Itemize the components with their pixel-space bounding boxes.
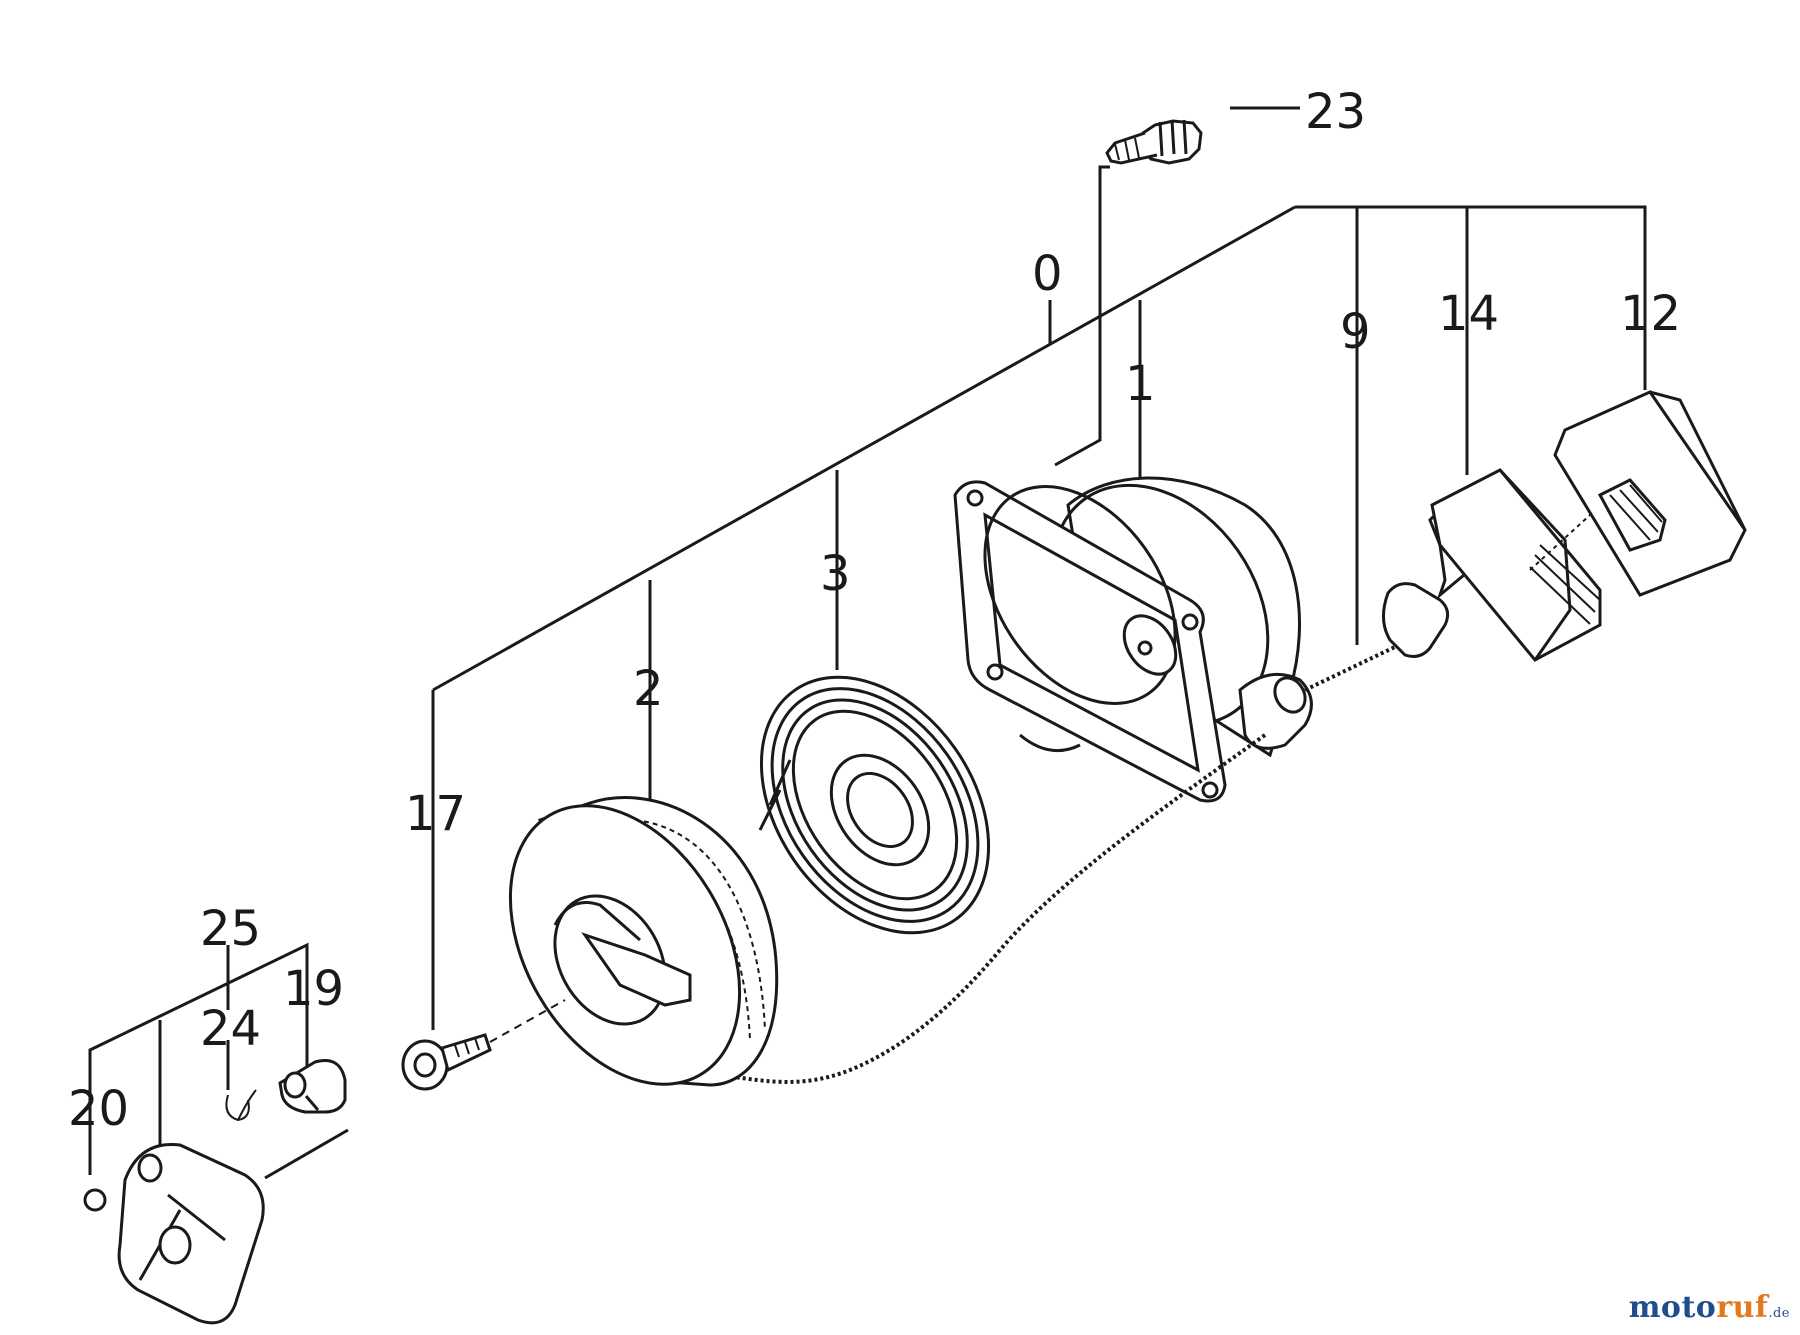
watermark-logo: motoruf.de — [1628, 1290, 1790, 1325]
callout-12: 12 — [1620, 286, 1681, 342]
part-bolt-17 — [401, 999, 566, 1091]
part-spring-3 — [758, 675, 991, 935]
part-grip-12 — [1553, 390, 1747, 597]
part-clip-20 — [83, 1188, 107, 1212]
part-rope-9 — [719, 633, 1421, 1084]
callout-3: 3 — [820, 546, 851, 602]
callout-23: 23 — [1305, 84, 1366, 140]
part-pulley-2 — [508, 796, 779, 1087]
callout-9: 9 — [1340, 304, 1371, 360]
part-handle-14 — [1382, 468, 1602, 662]
part-pawl-19 — [278, 1059, 347, 1114]
callout-24: 24 — [200, 1001, 261, 1057]
callout-labels: 23 0 1 9 14 12 3 2 17 25 19 24 20 — [68, 84, 1681, 1137]
callout-19: 19 — [283, 961, 344, 1017]
callout-14: 14 — [1438, 286, 1499, 342]
callout-0: 0 — [1032, 246, 1063, 302]
part-screw-23 — [1105, 119, 1203, 165]
callout-2: 2 — [633, 661, 664, 717]
callout-20: 20 — [68, 1081, 129, 1137]
part-spring-24 — [225, 1089, 257, 1122]
callout-17: 17 — [405, 786, 466, 842]
callout-25: 25 — [200, 901, 261, 957]
callout-1: 1 — [1125, 356, 1156, 412]
part-plate-25 — [117, 1142, 265, 1325]
part-housing-1 — [953, 476, 1313, 803]
leader-lines — [88, 106, 1647, 1180]
